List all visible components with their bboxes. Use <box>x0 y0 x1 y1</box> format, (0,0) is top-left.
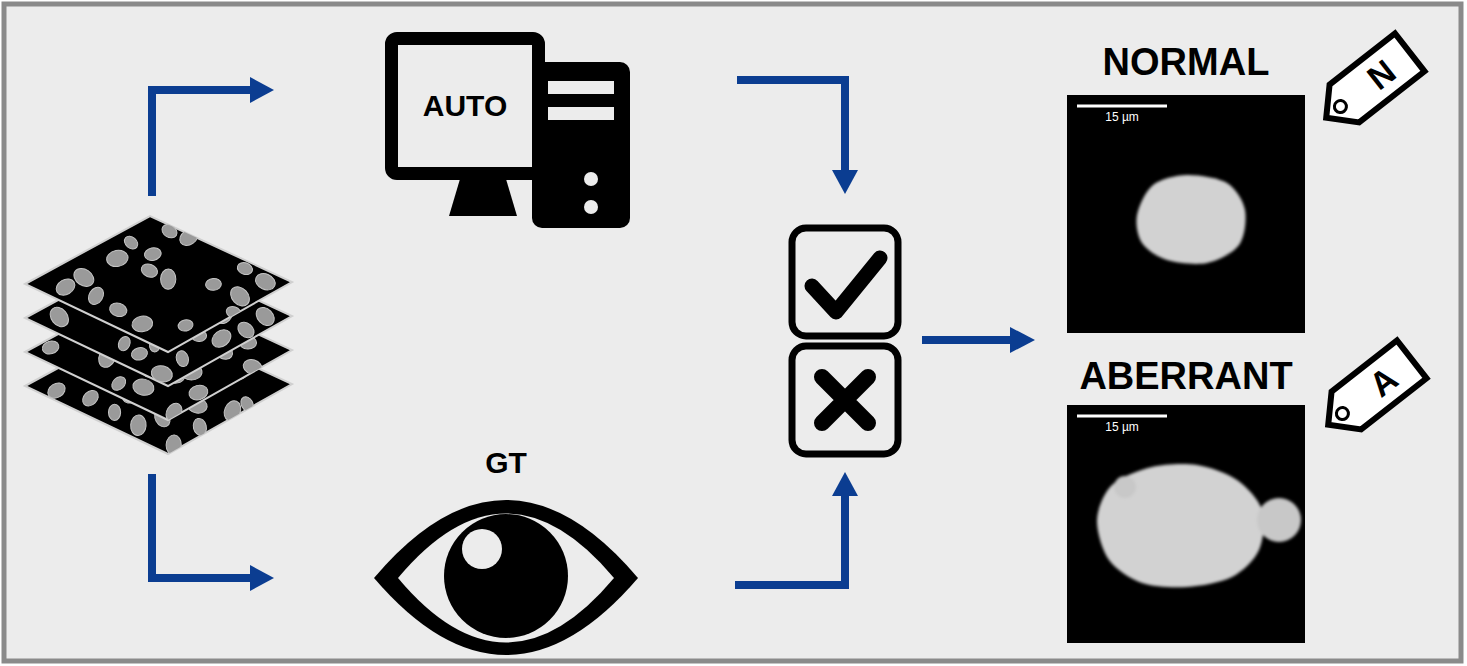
nucleus <box>174 349 190 368</box>
eye-icon: GT <box>370 445 642 663</box>
nucleus <box>41 339 61 356</box>
arrow-head <box>832 170 858 194</box>
monitor-stand <box>449 179 517 216</box>
tower-light <box>584 172 598 186</box>
cell-nuclei <box>53 222 278 333</box>
cross-box <box>792 346 898 454</box>
nucleus <box>70 265 97 290</box>
node-text: 15 µm <box>1077 420 1167 434</box>
nucleus <box>122 234 140 252</box>
nucleus <box>109 374 128 393</box>
nucleus <box>242 358 264 377</box>
nucleus <box>166 434 182 455</box>
nucleus <box>238 395 255 414</box>
nucleus <box>253 271 278 293</box>
nucleus <box>116 335 132 353</box>
nucleus <box>160 269 176 290</box>
nucleus <box>209 326 235 351</box>
arrow-line <box>152 474 252 578</box>
nucleus <box>105 249 129 269</box>
nucleus <box>139 262 159 280</box>
nucleus <box>130 414 147 436</box>
micrograph-art <box>1067 405 1305 643</box>
nucleus <box>130 346 149 362</box>
nucleus <box>159 222 179 241</box>
nucleus <box>163 400 185 424</box>
nucleus <box>235 319 257 341</box>
arrow-line <box>152 90 252 196</box>
nucleus <box>1097 464 1264 587</box>
image-layer <box>25 216 292 352</box>
nucleus <box>46 304 72 331</box>
nucleus-image <box>1136 175 1245 264</box>
arrow-head <box>832 472 858 496</box>
tag-hole <box>1334 405 1351 422</box>
eye-white <box>398 514 614 643</box>
nucleus <box>253 304 278 329</box>
eye-outline <box>374 500 638 655</box>
nucleus <box>53 276 77 299</box>
arrow-line <box>737 80 845 172</box>
nucleus <box>80 387 102 409</box>
eye-highlight <box>462 529 502 569</box>
nucleus <box>227 283 253 310</box>
nucleus <box>1136 175 1245 264</box>
node-text: 15 µm <box>1077 110 1167 124</box>
computer-monitor: AUTO <box>385 32 545 180</box>
eye-iris <box>444 514 568 638</box>
tower-body <box>532 62 630 228</box>
node-text: ABERRANT <box>1056 354 1316 399</box>
micrograph: 15 µm <box>1067 95 1305 333</box>
micrograph-panel: NORMAL 15 µm <box>1056 40 1316 336</box>
node-text: AUTO <box>423 89 507 123</box>
cross-mark <box>822 377 868 423</box>
tag-hole <box>1332 98 1349 115</box>
verdict-boxes <box>792 228 898 454</box>
nucleus <box>192 417 209 437</box>
nucleus <box>236 261 254 277</box>
nucleus-image <box>1097 464 1301 587</box>
nucleus <box>108 301 129 319</box>
nucleus <box>177 226 201 249</box>
arrow-head <box>1010 327 1035 353</box>
nucleus <box>85 284 106 307</box>
check-box <box>792 228 898 336</box>
check-mark <box>812 258 880 312</box>
nuclear-bleb <box>1257 498 1301 542</box>
micrograph-panel: ABERRANT 15 µm <box>1056 350 1316 646</box>
arrow-line <box>735 494 845 585</box>
arrow-head <box>250 77 274 103</box>
nucleus <box>108 404 120 420</box>
arrow-line <box>922 336 1012 344</box>
nucleus <box>45 380 68 402</box>
nuclear-bleb <box>1114 476 1136 498</box>
nucleus <box>205 278 222 291</box>
node-text: NORMAL <box>1056 40 1316 85</box>
nucleus <box>225 305 243 320</box>
nucleus <box>131 315 154 333</box>
arrow-head <box>250 565 274 591</box>
tower-light <box>584 200 598 214</box>
image-stack <box>25 216 292 455</box>
micrograph-art <box>1067 95 1305 333</box>
scale-bar <box>1077 415 1167 418</box>
arrow-heads <box>250 77 1035 591</box>
nucleus <box>187 383 209 402</box>
micrograph: 15 µm <box>1067 405 1305 643</box>
nucleus <box>131 377 155 397</box>
tower-bay <box>548 81 614 94</box>
node-text: GT <box>370 445 642 481</box>
nucleus <box>177 318 194 332</box>
panel-frame <box>4 4 1461 661</box>
nucleus <box>150 364 174 384</box>
nucleus <box>143 246 162 262</box>
scale-bar <box>1077 105 1167 108</box>
tower-bay <box>548 107 614 120</box>
